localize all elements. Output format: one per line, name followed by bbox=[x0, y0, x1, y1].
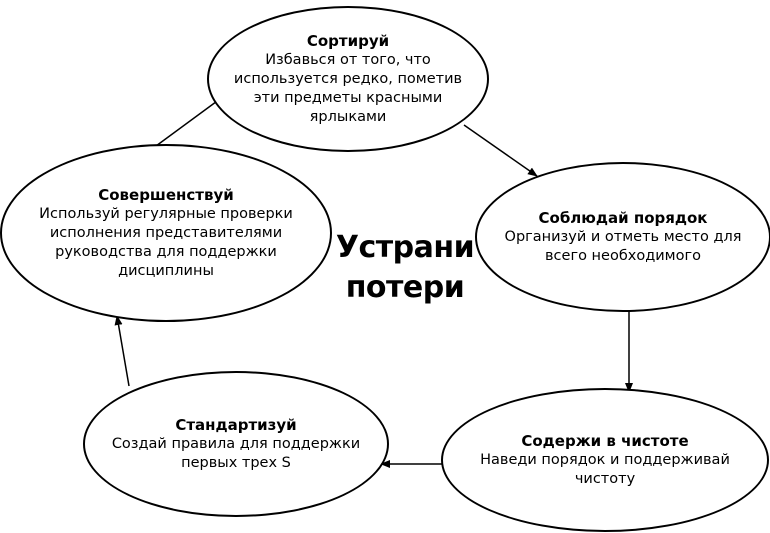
node-standard-title: Стандартизуй bbox=[175, 415, 297, 434]
node-clean-title: Содержи в чистоте bbox=[521, 431, 689, 450]
arrow-standard-to-improve bbox=[114, 315, 130, 387]
node-order: Соблюдай порядок Организуй и отметь мест… bbox=[475, 162, 770, 312]
node-improve-text: Используй регулярные проверки исполнения… bbox=[39, 205, 293, 279]
node-improve-title: Совершенствуй bbox=[98, 185, 234, 204]
center-title: Устрани потери bbox=[320, 228, 490, 308]
arrow-sort-to-order bbox=[463, 124, 538, 177]
node-order-text: Организуй и отметь место для всего необх… bbox=[504, 228, 742, 264]
center-title-line2: потери bbox=[345, 270, 465, 305]
node-improve: Совершенствуй Используй регулярные прове… bbox=[0, 144, 332, 322]
node-sort-title: Сортируй bbox=[306, 31, 390, 50]
node-clean: Содержи в чистоте Наведи порядок и подде… bbox=[441, 388, 769, 532]
arrow-improve-to-sort bbox=[155, 95, 225, 147]
node-sort-text: Избавься от того, что используется редко… bbox=[233, 51, 463, 125]
node-clean-text: Наведи порядок и поддерживай чистоту bbox=[480, 451, 730, 487]
node-sort: Сортируй Избавься от того, что используе… bbox=[207, 6, 489, 152]
node-standard: Стандартизуй Создай правила для поддержк… bbox=[83, 371, 389, 517]
node-order-title: Соблюдай порядок bbox=[538, 208, 708, 227]
node-standard-text: Создай правила для поддержки первых трех… bbox=[111, 435, 361, 471]
center-title-line1: Устрани bbox=[335, 230, 475, 265]
